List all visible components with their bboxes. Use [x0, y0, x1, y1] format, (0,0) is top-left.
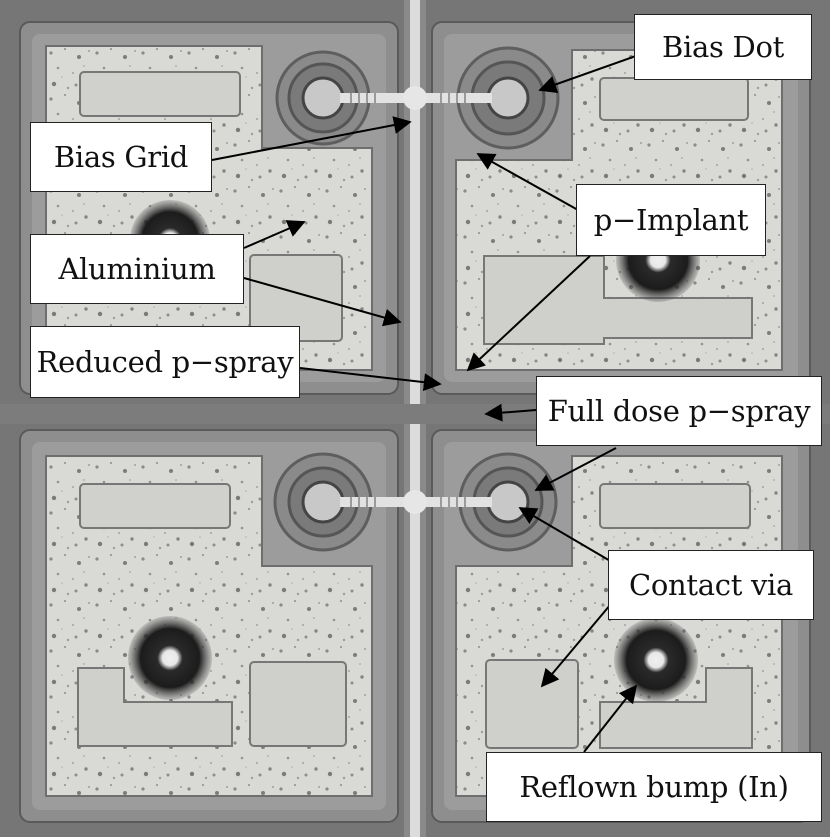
label-p-implant: p−Implant	[576, 184, 766, 256]
label-bias-dot: Bias Dot	[634, 14, 812, 80]
label-full-dose-p-spray: Full dose p−spray	[536, 376, 822, 446]
label-reduced-p-spray: Reduced p−spray	[30, 326, 300, 398]
label-contact-via: Contact via	[608, 550, 814, 620]
label-aluminium: Aluminium	[30, 234, 244, 304]
label-reflown-bump: Reflown bump (In)	[486, 752, 822, 822]
pixel-bottom-left	[19, 429, 399, 823]
label-bias-grid: Bias Grid	[30, 122, 212, 192]
